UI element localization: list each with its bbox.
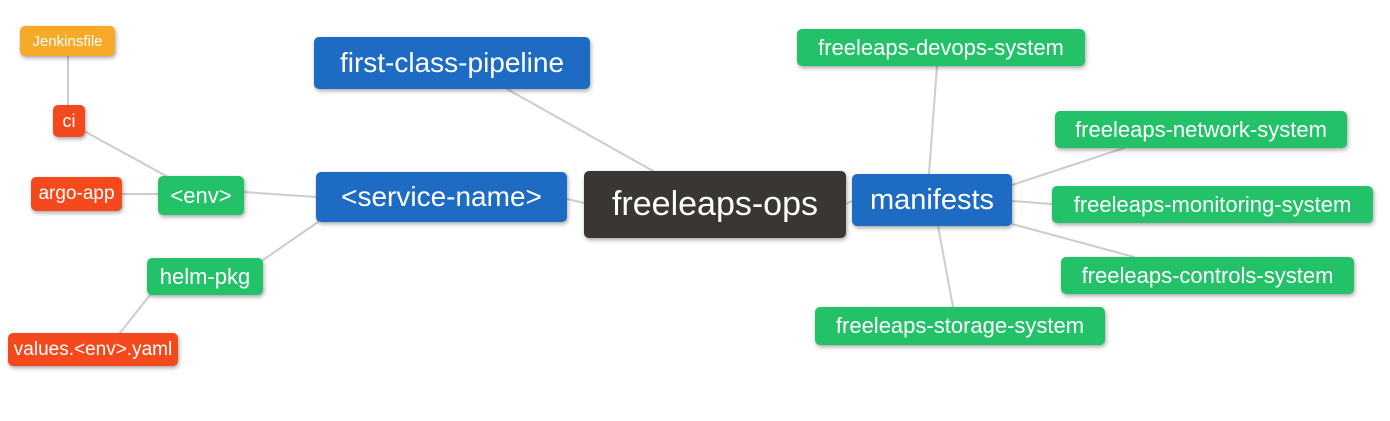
node-monitoring-system[interactable]: freeleaps-monitoring-system bbox=[1052, 186, 1373, 223]
edge-service-name-helm-pkg bbox=[262, 221, 319, 261]
node-freeleaps-ops[interactable]: freeleaps-ops bbox=[584, 171, 846, 238]
edge-manifests-monitoring bbox=[1011, 200, 1053, 205]
edge-service-name-ops bbox=[566, 198, 585, 204]
node-ci[interactable]: ci bbox=[53, 105, 85, 137]
node-argo-app[interactable]: argo-app bbox=[31, 177, 122, 211]
node-first-class-pipeline[interactable]: first-class-pipeline bbox=[314, 37, 590, 89]
edge-helm-pkg-values bbox=[119, 294, 151, 334]
node-network-system[interactable]: freeleaps-network-system bbox=[1055, 111, 1347, 148]
edge-manifests-controls bbox=[1011, 223, 1135, 258]
edge-ops-manifests bbox=[845, 200, 853, 205]
node-devops-system[interactable]: freeleaps-devops-system bbox=[797, 29, 1085, 66]
edge-manifests-storage bbox=[937, 225, 954, 308]
node-env[interactable]: <env> bbox=[158, 176, 244, 215]
node-jenkinsfile[interactable]: Jenkinsfile bbox=[20, 26, 115, 56]
edge-manifests-devops bbox=[928, 65, 938, 175]
node-values-env-yaml[interactable]: values.<env>.yaml bbox=[8, 333, 178, 366]
edge-ci-env bbox=[83, 130, 169, 178]
edge-manifests-network bbox=[1011, 147, 1125, 186]
node-controls-system[interactable]: freeleaps-controls-system bbox=[1061, 257, 1354, 294]
edge-env-service-name bbox=[243, 191, 317, 198]
node-helm-pkg[interactable]: helm-pkg bbox=[147, 258, 263, 295]
node-manifests[interactable]: manifests bbox=[852, 174, 1012, 226]
edge-pipeline-ops bbox=[506, 88, 654, 172]
node-service-name[interactable]: <service-name> bbox=[316, 172, 567, 222]
node-storage-system[interactable]: freeleaps-storage-system bbox=[815, 307, 1105, 345]
